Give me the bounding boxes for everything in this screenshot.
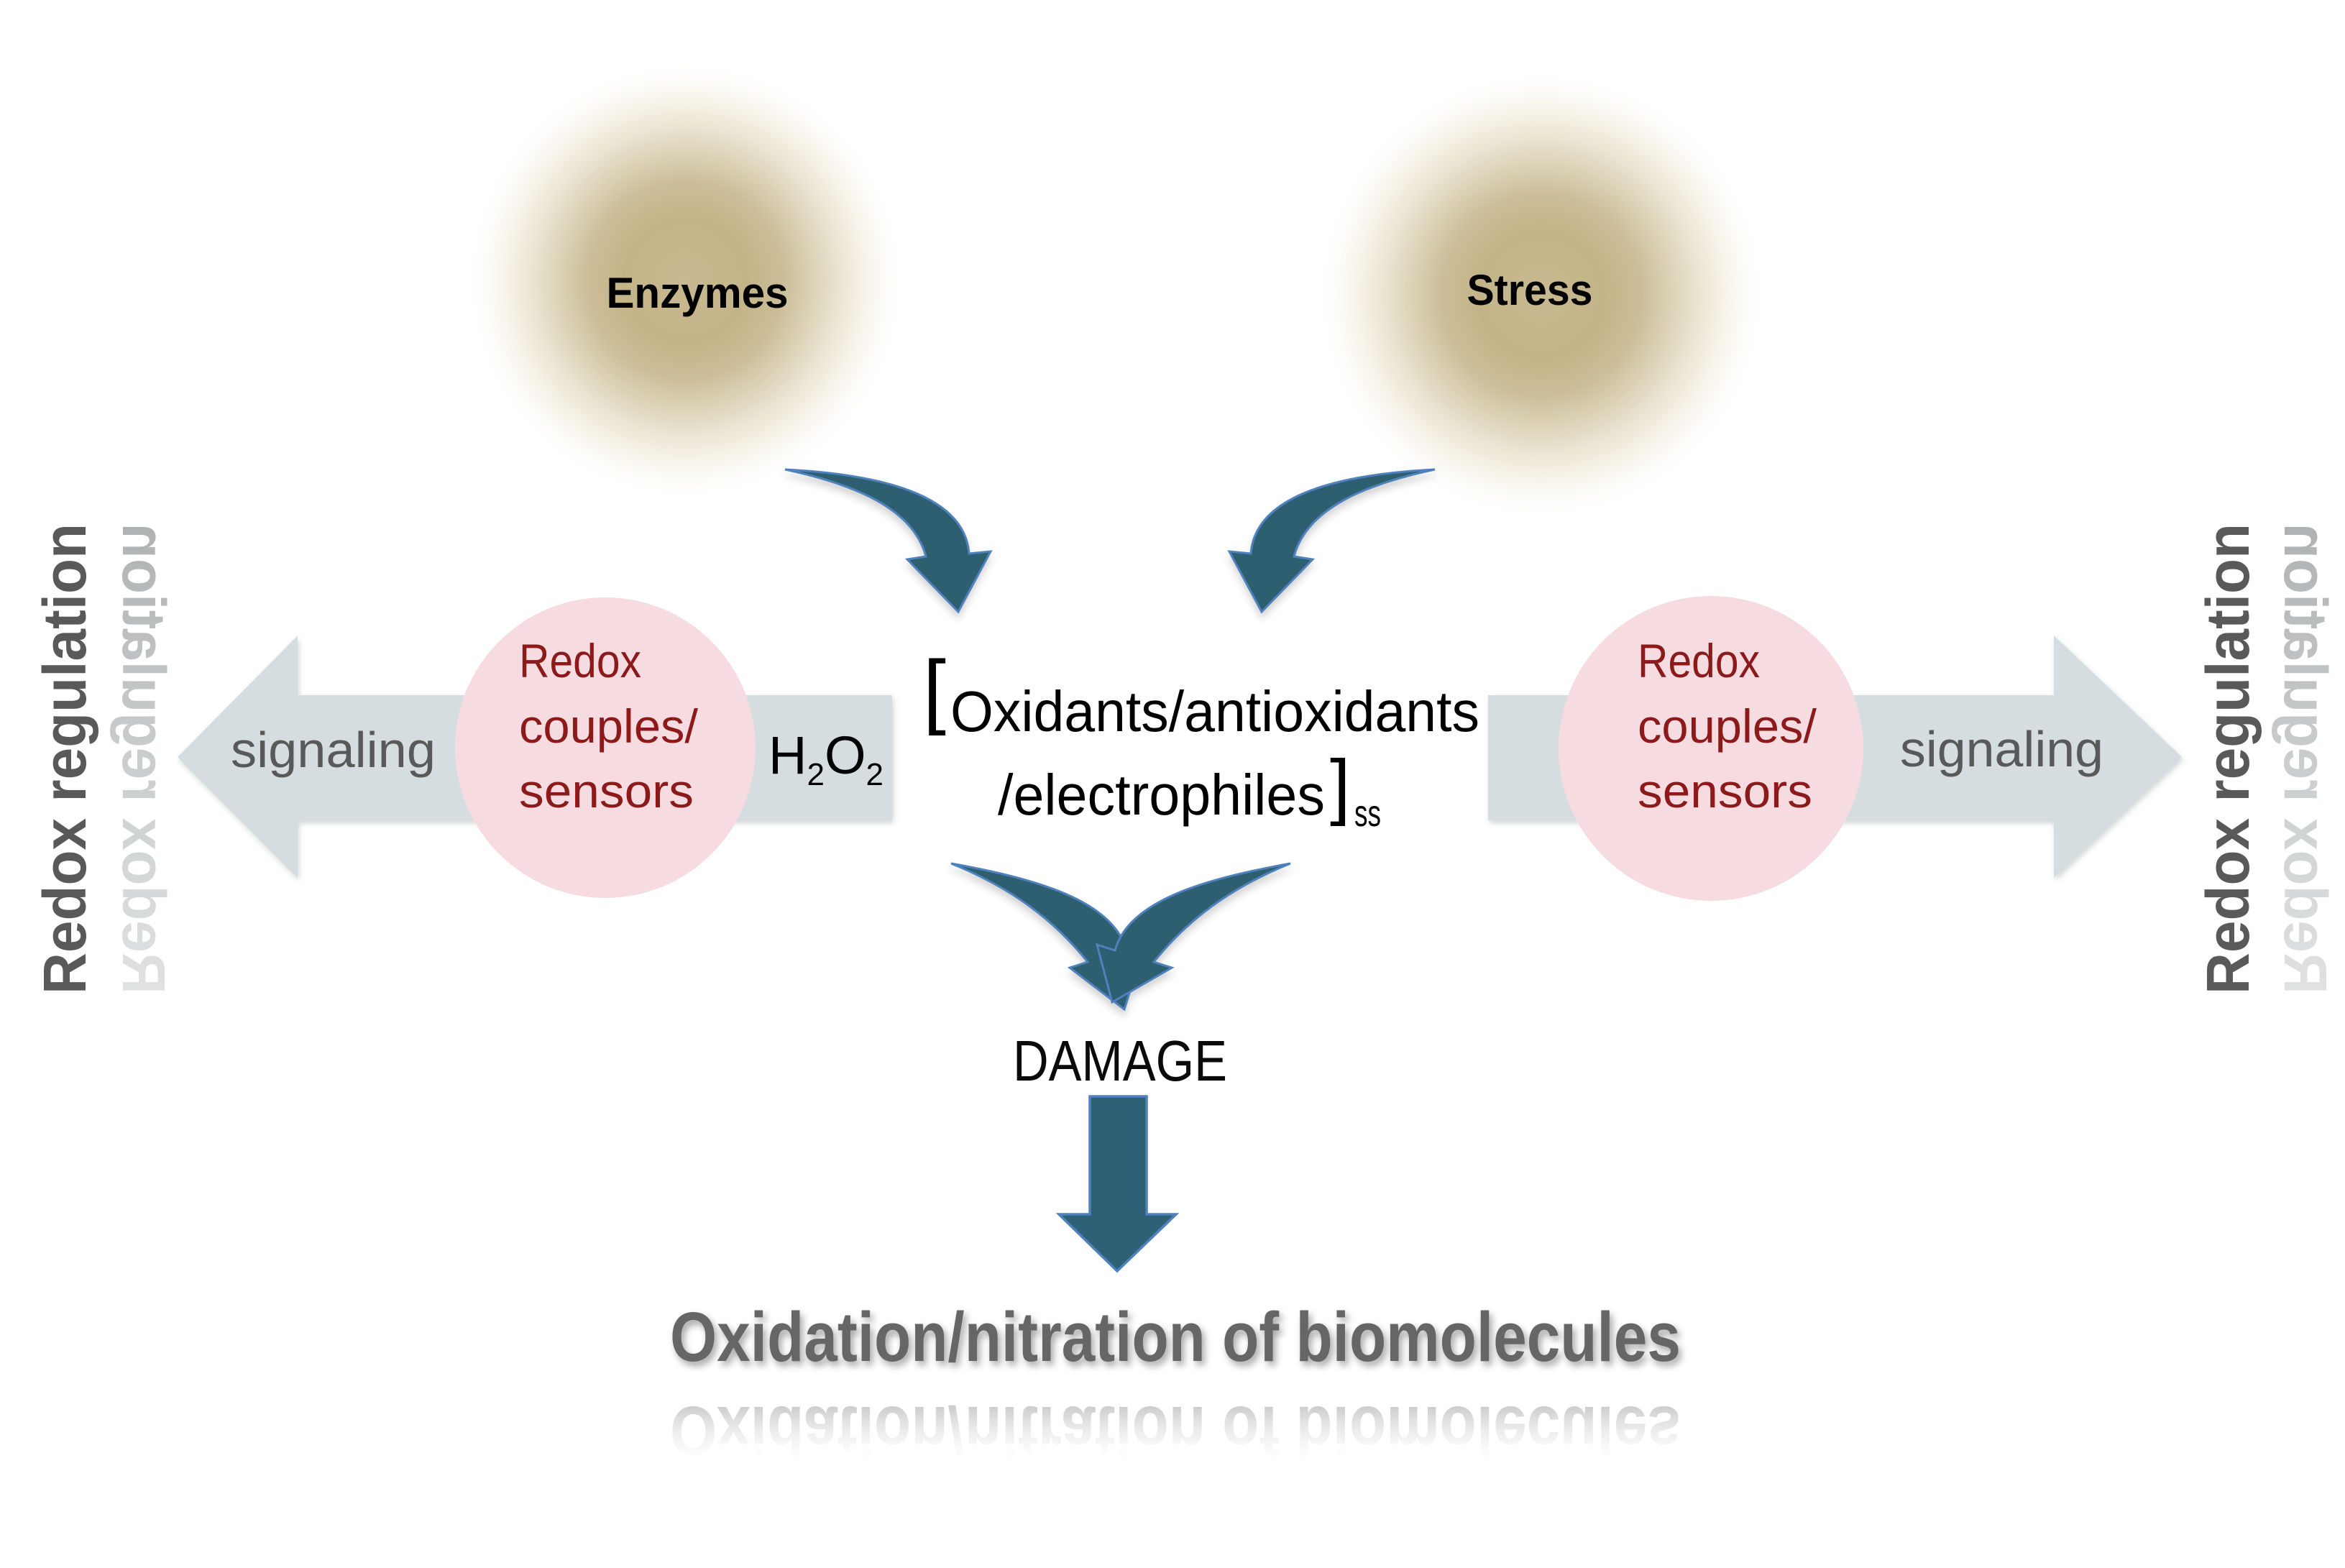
- svg-text:DAMAGE: DAMAGE: [1013, 1029, 1227, 1093]
- svg-text:]: ]: [1330, 745, 1350, 827]
- svg-text:Redox: Redox: [1638, 634, 1760, 687]
- svg-text:sensors: sensors: [1638, 764, 1812, 817]
- svg-text:H2O2: H2O2: [768, 725, 884, 792]
- svg-text:[: [: [923, 644, 946, 736]
- svg-text:couples/: couples/: [1638, 700, 1817, 753]
- svg-text:Redox regulation: Redox regulation: [2194, 523, 2262, 994]
- svg-text:couples/: couples/: [519, 700, 699, 753]
- svg-text:ss: ss: [1354, 793, 1381, 835]
- svg-text:Enzymes: Enzymes: [607, 269, 789, 317]
- svg-text:Oxidants/antioxidants: Oxidants/antioxidants: [950, 679, 1479, 743]
- svg-text:Redox: Redox: [519, 634, 641, 687]
- svg-text:/electrophiles: /electrophiles: [998, 763, 1325, 827]
- svg-text:Oxidation/nitration of biomole: Oxidation/nitration of biomolecules: [670, 1298, 1681, 1376]
- svg-text:signaling: signaling: [231, 722, 436, 778]
- svg-text:signaling: signaling: [1900, 721, 2103, 777]
- svg-text:Oxidation/nitration of biomole: Oxidation/nitration of biomolecules: [670, 1392, 1681, 1470]
- svg-text:Redox regulation: Redox regulation: [2272, 523, 2339, 994]
- svg-text:Redox regulation: Redox regulation: [110, 523, 178, 994]
- svg-text:sensors: sensors: [519, 764, 694, 817]
- svg-text:Redox regulation: Redox regulation: [31, 523, 98, 994]
- svg-text:Stress: Stress: [1467, 266, 1593, 314]
